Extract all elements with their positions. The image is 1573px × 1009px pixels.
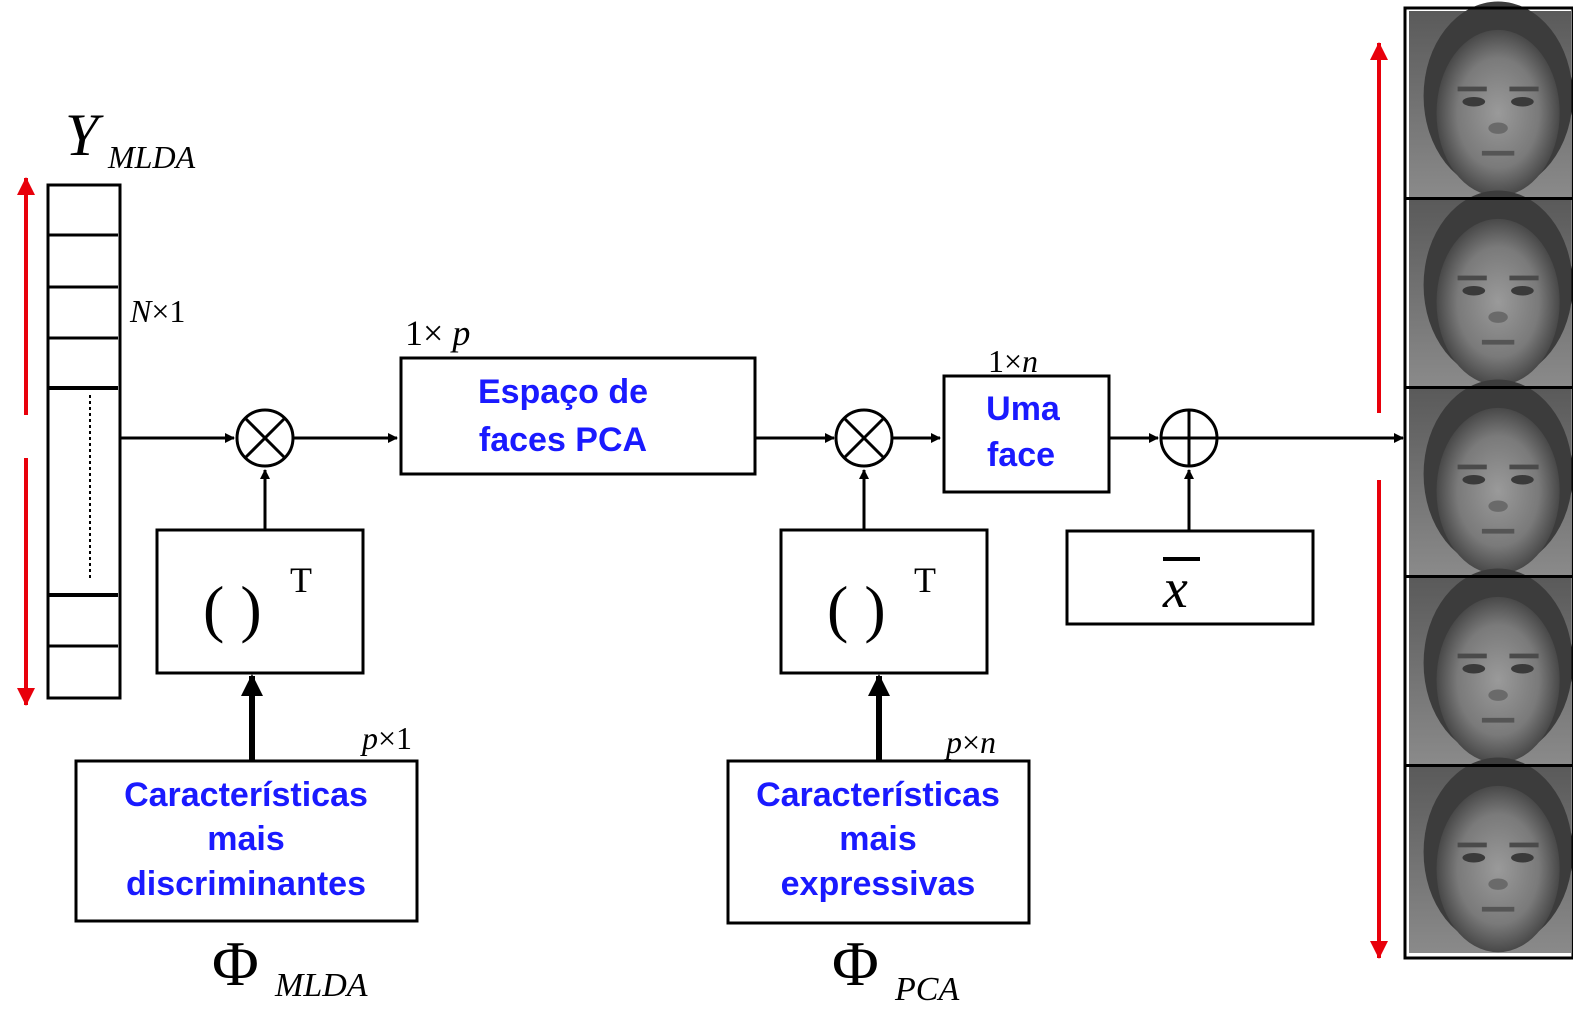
face-icon bbox=[1409, 190, 1573, 386]
discriminant-line2: mais bbox=[207, 820, 285, 858]
plus-node bbox=[1159, 408, 1219, 468]
transpose-right-paren: ( ) bbox=[827, 573, 886, 644]
expressive-line3: expressivas bbox=[781, 865, 976, 903]
box-discriminant: p×1 Características mais discriminantes bbox=[74, 720, 419, 923]
vector-subscript: MLDA bbox=[107, 139, 196, 175]
pca-space-line2: faces PCA bbox=[479, 421, 647, 459]
transpose-box-right: ( ) T bbox=[779, 528, 989, 675]
vector-box bbox=[46, 183, 122, 700]
phi-mlda-label: Φ MLDA bbox=[212, 928, 368, 1004]
box-expressive: p×n Características mais expressivas bbox=[726, 724, 1031, 925]
box-pca-space: 1× p Espaço de faces PCA bbox=[399, 313, 757, 476]
expressive-line2: mais bbox=[839, 820, 917, 858]
mean-symbol: x bbox=[1162, 558, 1188, 620]
expressive-line1: Características bbox=[756, 776, 1000, 814]
expressive-size: p×n bbox=[944, 724, 996, 760]
box-one-face: 1×n Uma face bbox=[942, 343, 1111, 494]
discriminant-line1: Características bbox=[124, 776, 368, 814]
transpose-left-sup: T bbox=[290, 560, 312, 600]
vector-size-label: N×1 bbox=[129, 293, 185, 329]
face-icon bbox=[1409, 568, 1573, 764]
face-icon bbox=[1409, 757, 1573, 953]
transpose-box-left: ( ) T bbox=[155, 528, 365, 675]
discriminant-size: p×1 bbox=[360, 720, 412, 756]
phi-left-symbol: Φ bbox=[212, 928, 259, 999]
face-icon bbox=[1409, 379, 1573, 575]
faces-column bbox=[1403, 1, 1573, 960]
one-face-line2: face bbox=[987, 436, 1055, 474]
multiply-node-2 bbox=[834, 408, 894, 468]
multiply-node-1 bbox=[235, 408, 295, 468]
pca-space-size: 1× p bbox=[405, 313, 470, 353]
phi-pca-label: Φ PCA bbox=[832, 928, 959, 1008]
one-face-size: 1×n bbox=[988, 343, 1038, 379]
transpose-right-sup: T bbox=[914, 560, 936, 600]
one-face-line1: Uma bbox=[986, 390, 1061, 428]
face-icon bbox=[1409, 1, 1573, 197]
phi-right-symbol: Φ bbox=[832, 928, 879, 999]
discriminant-line3: discriminantes bbox=[126, 865, 366, 903]
phi-left-subscript: MLDA bbox=[274, 967, 368, 1004]
phi-right-subscript: PCA bbox=[894, 971, 959, 1008]
vector-y-mlda: Y MLDA N×1 bbox=[46, 102, 196, 700]
vector-symbol: Y bbox=[65, 102, 104, 168]
pca-space-line1: Espaço de bbox=[478, 373, 648, 411]
faces-frame bbox=[1403, 6, 1573, 960]
mean-box: x bbox=[1065, 529, 1315, 626]
transpose-left-paren: ( ) bbox=[203, 573, 262, 644]
